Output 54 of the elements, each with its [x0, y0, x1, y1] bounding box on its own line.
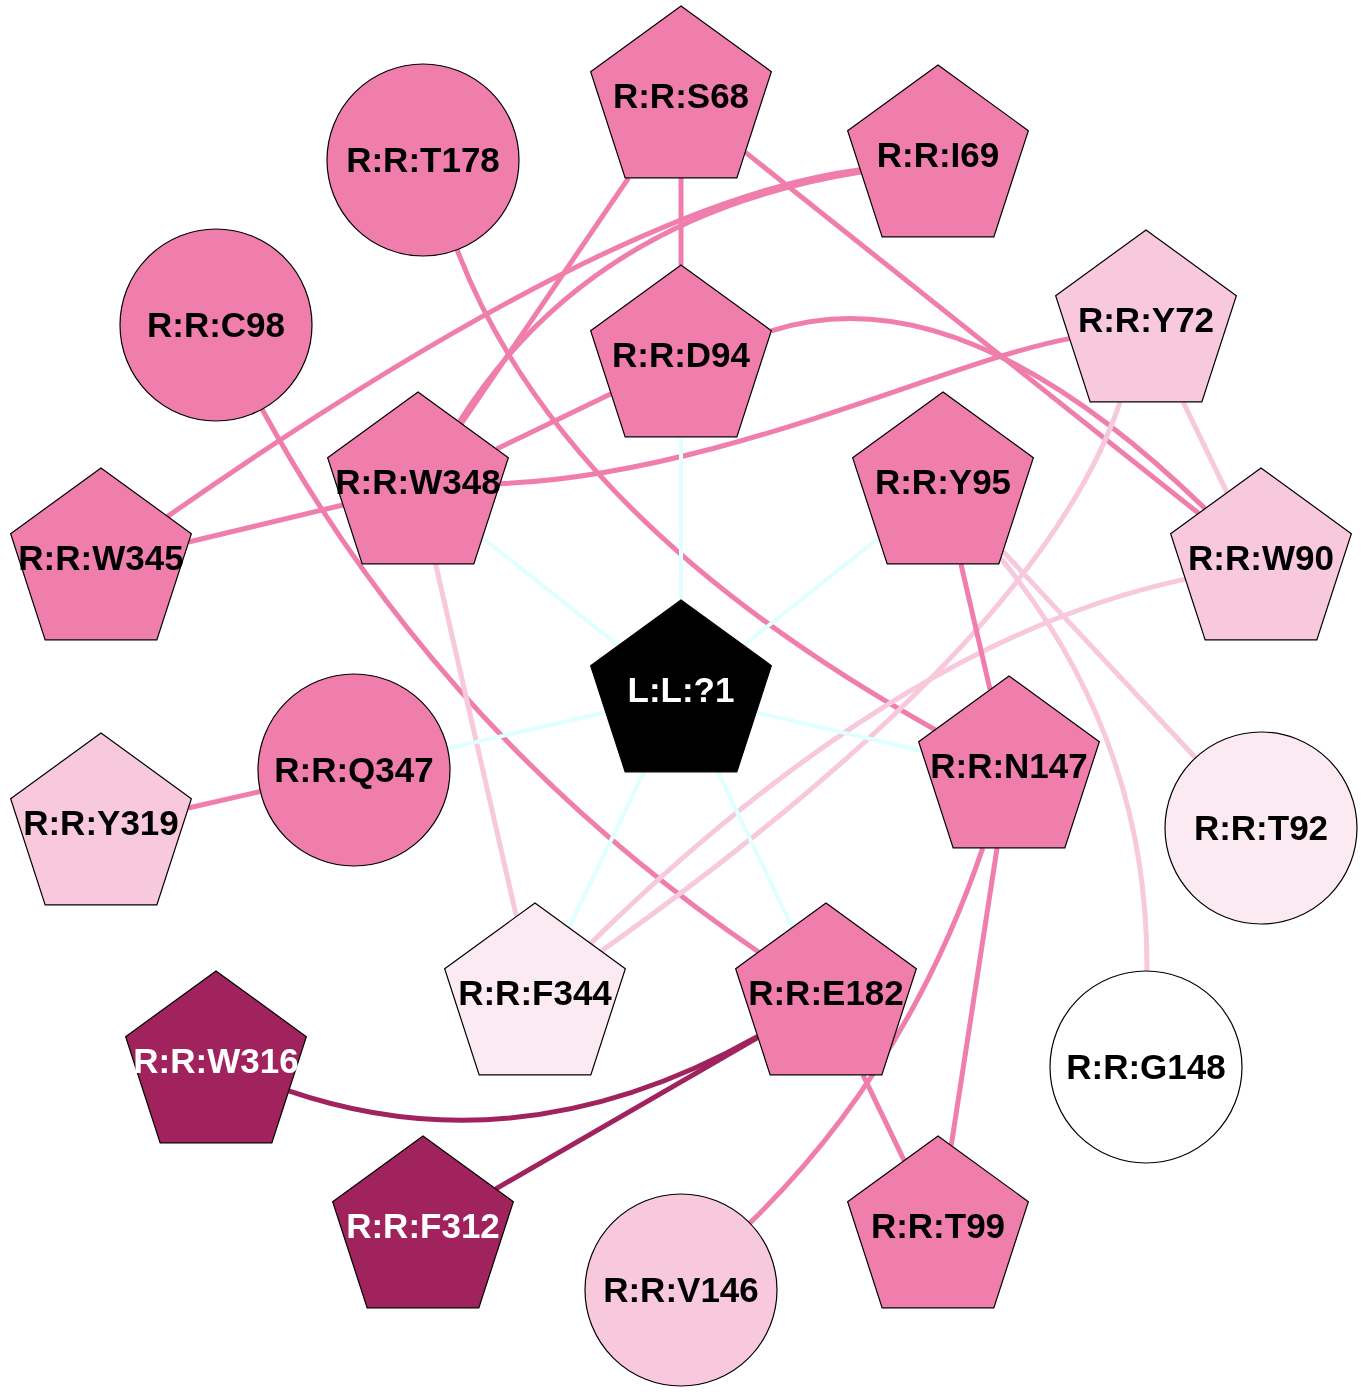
node-label: R:R:V146 [603, 1270, 759, 1310]
connector-line [948, 847, 1000, 1146]
node-label: R:R:C98 [146, 305, 286, 345]
node-label: R:R:Y95 [874, 462, 1012, 502]
connector-line [166, 167, 861, 519]
circle-node [323, 60, 523, 260]
connector-line [588, 576, 1186, 946]
connector-line [459, 176, 631, 425]
circle-node [116, 225, 316, 425]
node-label: R:R:Y319 [23, 803, 179, 843]
connector-line [259, 407, 761, 955]
node-label: R:R:E182 [748, 973, 904, 1013]
connector-line [454, 248, 937, 732]
connector-line [187, 789, 261, 811]
connector-line [567, 771, 646, 929]
node-label: R:R:T99 [870, 1206, 1006, 1246]
node-label: R:R:W348 [335, 462, 501, 502]
circle-node [1161, 728, 1361, 928]
connector-line [599, 401, 1123, 954]
connector-line [770, 316, 1207, 511]
node-label: R:R:Q347 [274, 750, 434, 790]
connector-line [998, 556, 1150, 972]
circle-node [1046, 967, 1246, 1167]
connector-line [481, 536, 620, 648]
node-label: R:R:I69 [876, 135, 1000, 175]
connector-line [457, 169, 862, 424]
node-label: R:R:N147 [930, 746, 1088, 786]
circle-node [254, 670, 454, 870]
node-label: R:R:D94 [611, 335, 751, 375]
node-label: R:R:F344 [458, 973, 612, 1013]
connector-line [1180, 400, 1230, 494]
node-label: R:R:T178 [346, 140, 500, 180]
connector-line [716, 771, 795, 929]
connector-line [188, 502, 344, 545]
connector-line [495, 391, 613, 452]
node-label: R:R:W345 [18, 538, 184, 578]
connector-line [958, 563, 993, 691]
circle-node [581, 1190, 781, 1390]
node-label: R:R:W90 [1188, 538, 1334, 578]
connector-line [860, 1073, 907, 1162]
node-label: L:L:?1 [627, 670, 735, 710]
connector-line [755, 710, 923, 753]
connector-line [433, 563, 519, 918]
node-label: R:R:W316 [133, 1041, 299, 1081]
node-label: R:R:Y72 [1077, 300, 1215, 340]
connector-line [678, 177, 684, 265]
connector-line [1001, 549, 1198, 760]
node-label: R:R:G148 [1066, 1047, 1226, 1087]
node-label: R:R:F312 [346, 1206, 500, 1246]
node-label: R:R:T92 [1193, 808, 1329, 848]
connector-line [748, 847, 986, 1225]
connector-line [447, 710, 607, 751]
connector-line [499, 336, 1071, 487]
node-label: R:R:S68 [612, 76, 750, 116]
